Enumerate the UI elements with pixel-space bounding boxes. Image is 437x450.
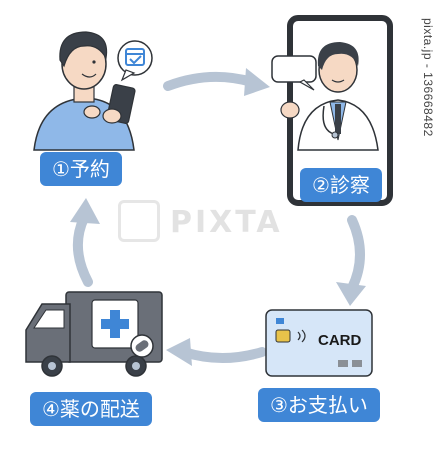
calendar-speech-bubble-icon: [117, 40, 153, 82]
step-label-reservation: ①予約: [40, 152, 122, 186]
step-label-delivery: ④薬の配送: [30, 392, 152, 426]
doctor-illustration: [280, 42, 379, 151]
arrow-down: [336, 215, 366, 306]
patient-with-phone-illustration: [33, 31, 136, 151]
arrow-up: [70, 198, 100, 287]
empty-speech-bubble: [271, 55, 317, 91]
watermark-logo-icon: [118, 200, 160, 242]
step-label-consultation: ②診察: [300, 168, 382, 202]
arrow-left: [166, 338, 267, 366]
card-text: CARD: [318, 332, 362, 349]
image-id-caption: pixta.jp - 136668482: [421, 18, 435, 137]
credit-card-illustration: [265, 309, 373, 377]
step-label-payment: ③お支払い: [258, 388, 380, 422]
arrow-right: [163, 68, 270, 96]
delivery-truck-illustration: [25, 291, 163, 377]
watermark-text: PIXTA: [170, 205, 283, 240]
